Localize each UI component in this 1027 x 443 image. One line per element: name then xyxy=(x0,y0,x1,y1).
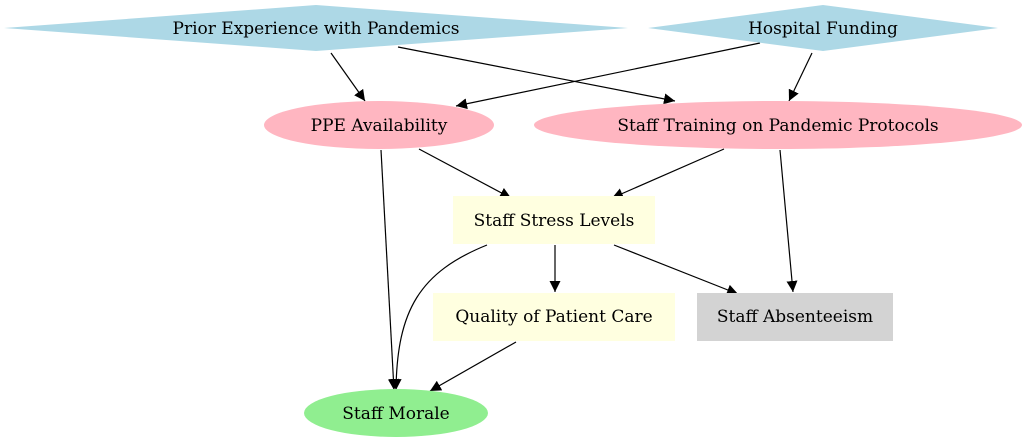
edge-staff-training-to-staff-absenteeism xyxy=(779,149,798,293)
edges xyxy=(330,42,813,392)
node-shape-box xyxy=(453,196,655,244)
node-shape-diamond xyxy=(648,5,998,51)
node-staff-training[interactable]: Staff Training on Pandemic Protocols xyxy=(534,101,1022,149)
node-hospital-funding[interactable]: Hospital Funding xyxy=(648,5,998,51)
node-shape-diamond xyxy=(4,5,628,51)
node-label-prior-experience: Prior Experience with Pandemics xyxy=(173,19,460,39)
node-label-staff-stress: Staff Stress Levels xyxy=(474,211,635,231)
node-label-staff-morale: Staff Morale xyxy=(342,404,450,424)
edge-staff-stress-to-staff-morale xyxy=(390,244,488,391)
node-shape-ellipse xyxy=(264,101,494,149)
node-prior-experience[interactable]: Prior Experience with Pandemics xyxy=(4,5,628,51)
nodes: Prior Experience with Pandemics Hospital… xyxy=(4,5,1022,437)
edge-staff-stress-to-staff-absenteeism xyxy=(613,244,739,296)
node-shape-box xyxy=(697,293,893,341)
edge-hospital-funding-to-ppe-availability xyxy=(455,42,761,110)
node-quality-care[interactable]: Quality of Patient Care xyxy=(433,293,675,341)
node-label-staff-training: Staff Training on Pandemic Protocols xyxy=(617,116,938,136)
node-shape-ellipse xyxy=(304,389,488,437)
edge-ppe-availability-to-staff-stress xyxy=(418,148,512,199)
node-label-hospital-funding: Hospital Funding xyxy=(748,19,898,39)
edge-hospital-funding-to-staff-training xyxy=(788,52,813,102)
node-staff-morale[interactable]: Staff Morale xyxy=(304,389,488,437)
node-staff-absenteeism[interactable]: Staff Absenteeism xyxy=(697,293,893,341)
node-label-staff-absenteeism: Staff Absenteeism xyxy=(717,307,873,327)
edge-ppe-availability-to-staff-morale xyxy=(380,149,399,391)
node-ppe-availability[interactable]: PPE Availability xyxy=(264,101,494,149)
edge-prior-experience-to-ppe-availability xyxy=(330,52,366,102)
node-staff-stress[interactable]: Staff Stress Levels xyxy=(453,196,655,244)
node-label-quality-care: Quality of Patient Care xyxy=(455,307,652,327)
node-shape-box xyxy=(433,293,675,341)
edge-prior-experience-to-staff-training xyxy=(397,46,676,105)
node-shape-ellipse xyxy=(534,101,1022,149)
node-label-ppe-availability: PPE Availability xyxy=(311,116,448,136)
edge-staff-training-to-staff-stress xyxy=(611,148,725,199)
edge-quality-care-to-staff-morale xyxy=(429,341,517,392)
